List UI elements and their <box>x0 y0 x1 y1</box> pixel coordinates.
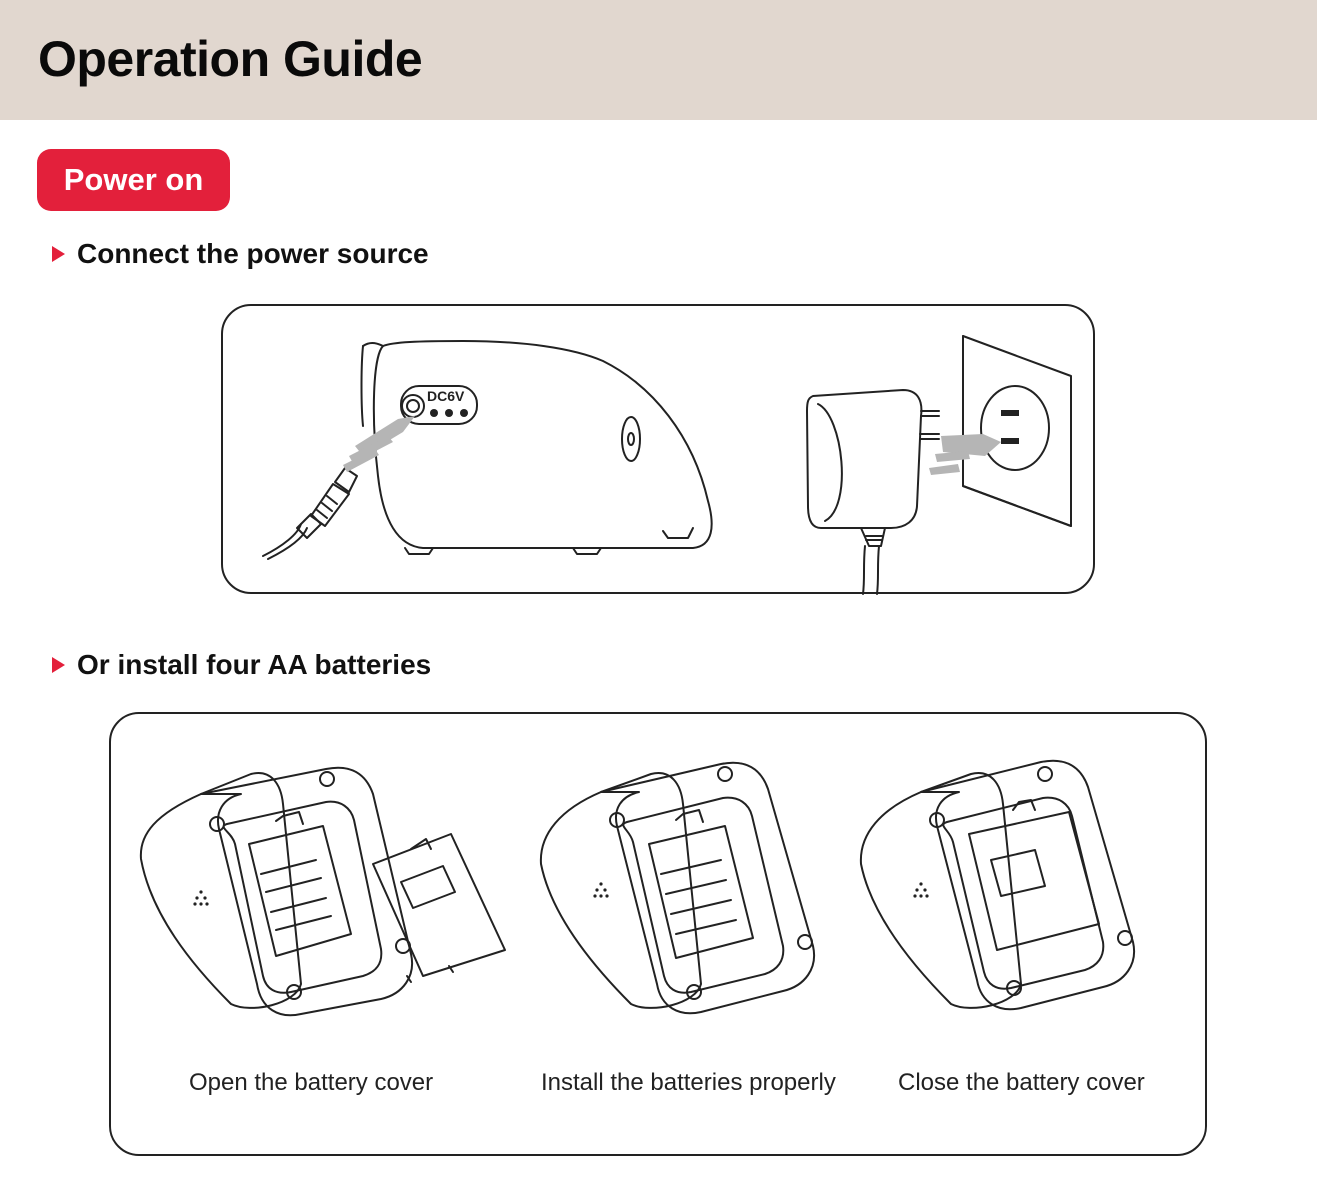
adapter-arrow-icon <box>929 434 1001 475</box>
page-title: Operation Guide <box>38 31 423 87</box>
step-heading-label: Connect the power source <box>77 238 429 269</box>
caption-install-batteries: Install the batteries properly <box>541 1069 836 1096</box>
header-bar: Operation Guide <box>0 0 1317 120</box>
device-close-cover <box>859 759 1136 1011</box>
battery-panel: Open the battery cover Install the batte… <box>109 712 1207 1156</box>
device-open-cover <box>139 766 506 1017</box>
speaker-grille-icon <box>193 882 929 906</box>
caption-open-cover: Open the battery cover <box>189 1069 434 1096</box>
caption-close-cover: Close the battery cover <box>898 1069 1145 1096</box>
power-on-badge: Power on <box>37 149 230 211</box>
step-heading-batteries: Or install four AA batteries <box>52 649 431 681</box>
adapter-body <box>806 389 923 529</box>
plug-in-arrow-icon <box>343 416 415 472</box>
device-body <box>372 340 713 549</box>
wall-socket <box>962 335 1072 527</box>
step-heading-power-source: Connect the power source <box>52 238 429 270</box>
device-install-batteries <box>539 761 816 1015</box>
triangle-bullet-icon <box>52 657 65 673</box>
port-label: DC6V <box>427 388 465 404</box>
triangle-bullet-icon <box>52 246 65 262</box>
power-source-illustration: DC6V <box>262 335 1072 595</box>
battery-illustration <box>139 759 1136 1017</box>
step-heading-label: Or install four AA batteries <box>77 649 432 680</box>
power-source-panel: DC6V <box>221 304 1095 595</box>
